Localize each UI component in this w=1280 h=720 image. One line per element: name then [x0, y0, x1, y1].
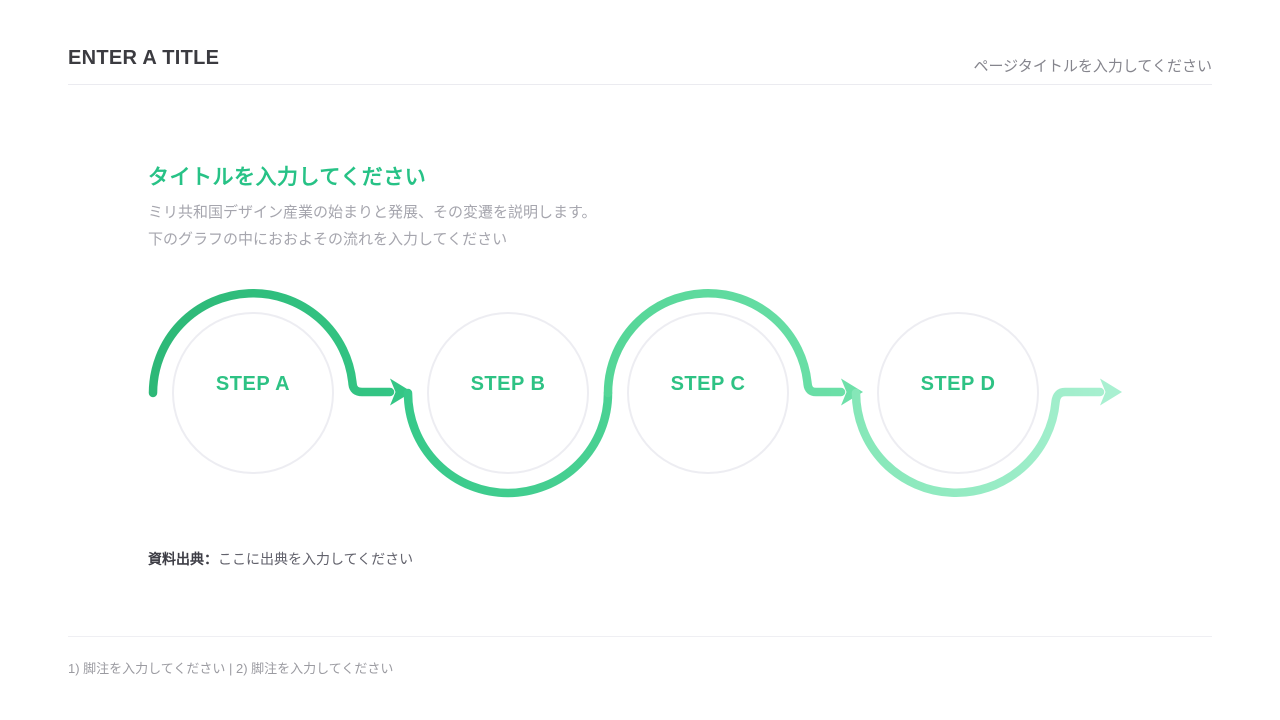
step-circle-d[interactable] [877, 312, 1039, 474]
description-line-2: 下のグラフの中におおよその流れを入力してください [148, 231, 508, 248]
step-label-d[interactable]: STEP D [921, 373, 996, 395]
step-label-a[interactable]: STEP A [216, 373, 290, 395]
footer-divider [68, 636, 1212, 637]
arrowhead-exit-icon [1100, 378, 1122, 406]
header-divider [68, 84, 1212, 85]
source-text: ここに出典を入力してください [218, 551, 414, 567]
flow-arc-under-step-b [403, 388, 613, 498]
description-line-1: ミリ共和国デザイン産業の始まりと発展、その変遷を説明します。 [148, 204, 597, 221]
page-subtitle-placeholder[interactable]: ページタイトルを入力してください [973, 58, 1212, 75]
arrowhead-a-to-b-icon [390, 378, 412, 406]
step-label-b[interactable]: STEP B [471, 373, 546, 395]
flow-arc-over-step-c [603, 288, 846, 398]
section-title[interactable]: タイトルを入力してください [148, 166, 427, 189]
step-circle-b[interactable] [427, 312, 589, 474]
step-label-c[interactable]: STEP C [671, 373, 746, 395]
step-circle-c[interactable] [627, 312, 789, 474]
flow-arc-over-step-a [148, 288, 395, 398]
step-circle-a[interactable] [172, 312, 334, 474]
source-label: 資料出典： [148, 551, 218, 567]
process-flow-diagram: STEP A STEP B STEP C STEP D [148, 288, 1122, 498]
source-line[interactable]: 資料出典：ここに出典を入力してください [148, 549, 413, 569]
section-description[interactable]: ミリ共和国デザイン産業の始まりと発展、その変遷を説明します。 下のグラフの中にお… [148, 199, 597, 253]
footnote[interactable]: 1) 脚注を入力してください | 2) 脚注を入力してください [68, 661, 394, 676]
slide-title[interactable]: ENTER A TITLE [68, 47, 220, 69]
flow-arc-under-step-d [851, 387, 1105, 498]
